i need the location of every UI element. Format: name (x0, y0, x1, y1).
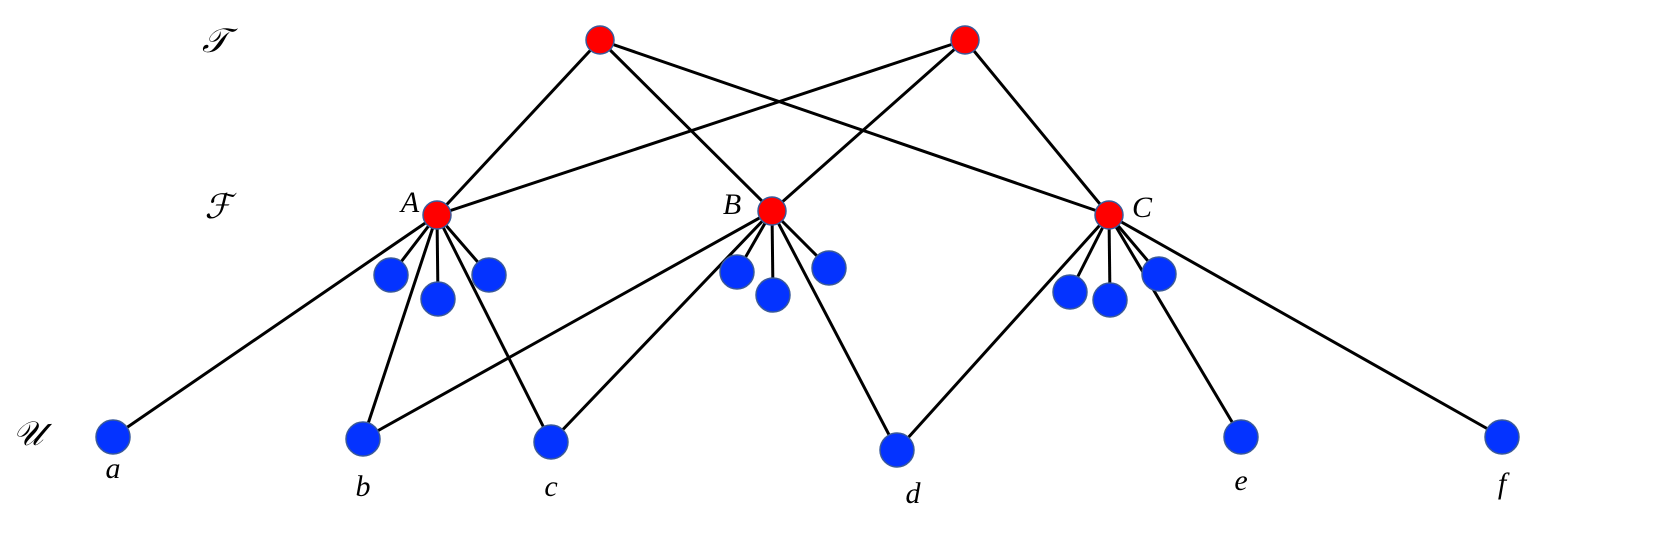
edge-B-d (770, 210, 899, 451)
node-label-B: B (723, 188, 741, 221)
edge-T2-B (771, 38, 966, 213)
layer-label-f: ℱ (205, 187, 238, 227)
node-b (345, 421, 381, 457)
edge-C-e (1107, 214, 1243, 438)
node-c (533, 424, 569, 460)
node-label-A: A (399, 186, 420, 219)
node-label-f: f (1498, 467, 1510, 500)
edges (112, 38, 1503, 452)
node-e (1223, 419, 1259, 455)
node-C2 (1092, 282, 1128, 318)
edge-A-a (112, 213, 438, 439)
edge-C-f (1108, 213, 1503, 439)
node-a (95, 419, 131, 455)
node-T1 (585, 25, 615, 55)
node-B1 (719, 254, 755, 290)
edge-A-b (361, 214, 439, 440)
edge-A-c (435, 214, 553, 443)
node-d (879, 432, 915, 468)
edge-T2-C (963, 39, 1111, 216)
nodes (95, 25, 1520, 468)
node-B3 (811, 250, 847, 286)
node-C1 (1052, 274, 1088, 310)
node-A3 (471, 257, 507, 293)
edge-T1-B (598, 38, 774, 213)
node-label-d: d (906, 477, 922, 510)
node-label-c: c (544, 470, 557, 503)
node-C3 (1141, 256, 1177, 292)
edge-T1-A (435, 38, 602, 217)
edge-B-b (362, 209, 773, 441)
edge-C-d (895, 213, 1111, 452)
node-label-e: e (1234, 464, 1247, 497)
node-f (1484, 419, 1520, 455)
layer-label-t: 𝒯 (202, 21, 238, 61)
node-C (1094, 200, 1124, 230)
node-A2 (420, 281, 456, 317)
node-labels: A B Ca b c d e f (106, 186, 1510, 510)
node-B (757, 196, 787, 226)
node-B2 (755, 277, 791, 313)
edge-T2-A (436, 38, 966, 217)
node-label-b: b (356, 470, 371, 503)
layer-label-u: 𝒰 (13, 414, 53, 454)
node-label-C: C (1132, 191, 1153, 224)
node-A1 (373, 257, 409, 293)
node-A (422, 200, 452, 230)
edge-T1-C (599, 38, 1110, 217)
node-T2 (950, 25, 980, 55)
node-label-a: a (106, 452, 121, 485)
layer-labels: 𝒯 ℱ 𝒰 (13, 21, 238, 454)
edge-B-c (549, 209, 774, 444)
